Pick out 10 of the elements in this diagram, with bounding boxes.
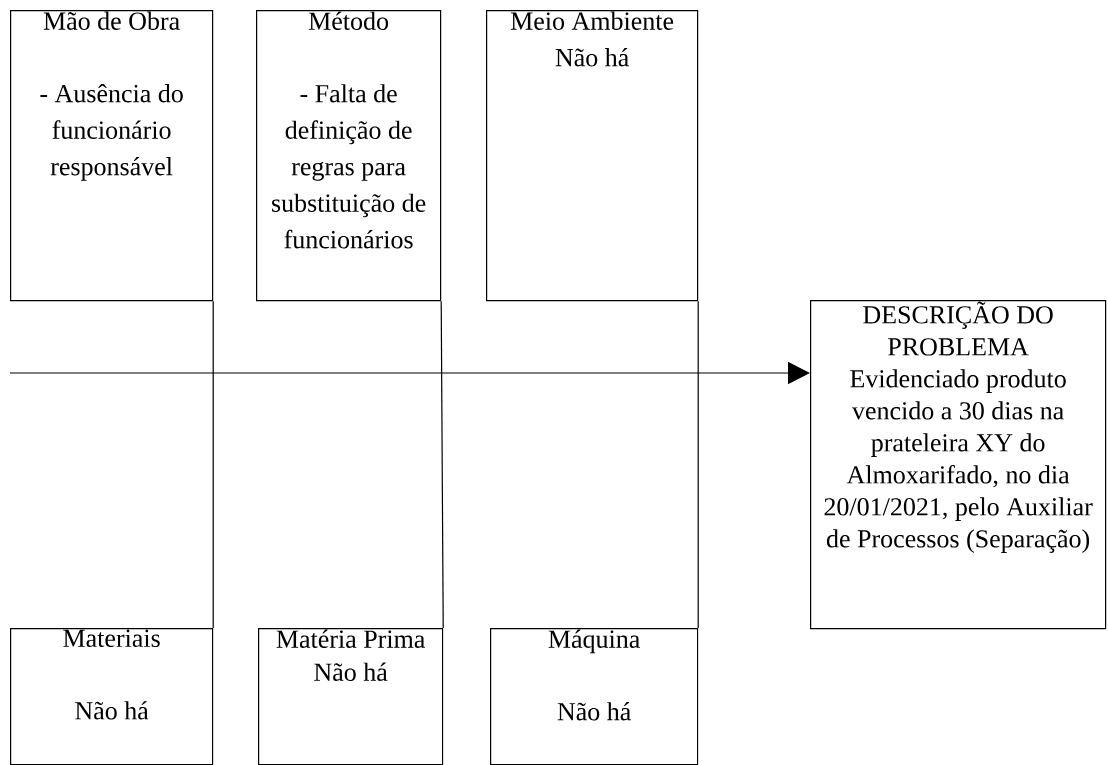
category-box: Materiais Não há [10, 628, 214, 765]
bone-line [212, 300, 214, 629]
category-box: Matéria Prima Não há [258, 628, 444, 765]
category-box: Método - Falta de definição de regras para substituição de funcionários [256, 10, 442, 302]
bone-line [697, 300, 699, 629]
category-box: Mão de Obra - Ausência do funcionário responsável [10, 10, 214, 302]
category-box: Máquina Não há [490, 628, 699, 765]
category-box: Meio Ambiente Não há [486, 10, 699, 302]
bone-line [440, 300, 444, 629]
problem-box: DESCRIÇÃO DO PROBLEMA Evidenciado produto vencido a 30 dias na prateleira XY do Almoxarifado, no dia 20/01/2021, pelo Auxiliar de Processos (Separação) [810, 300, 1107, 630]
